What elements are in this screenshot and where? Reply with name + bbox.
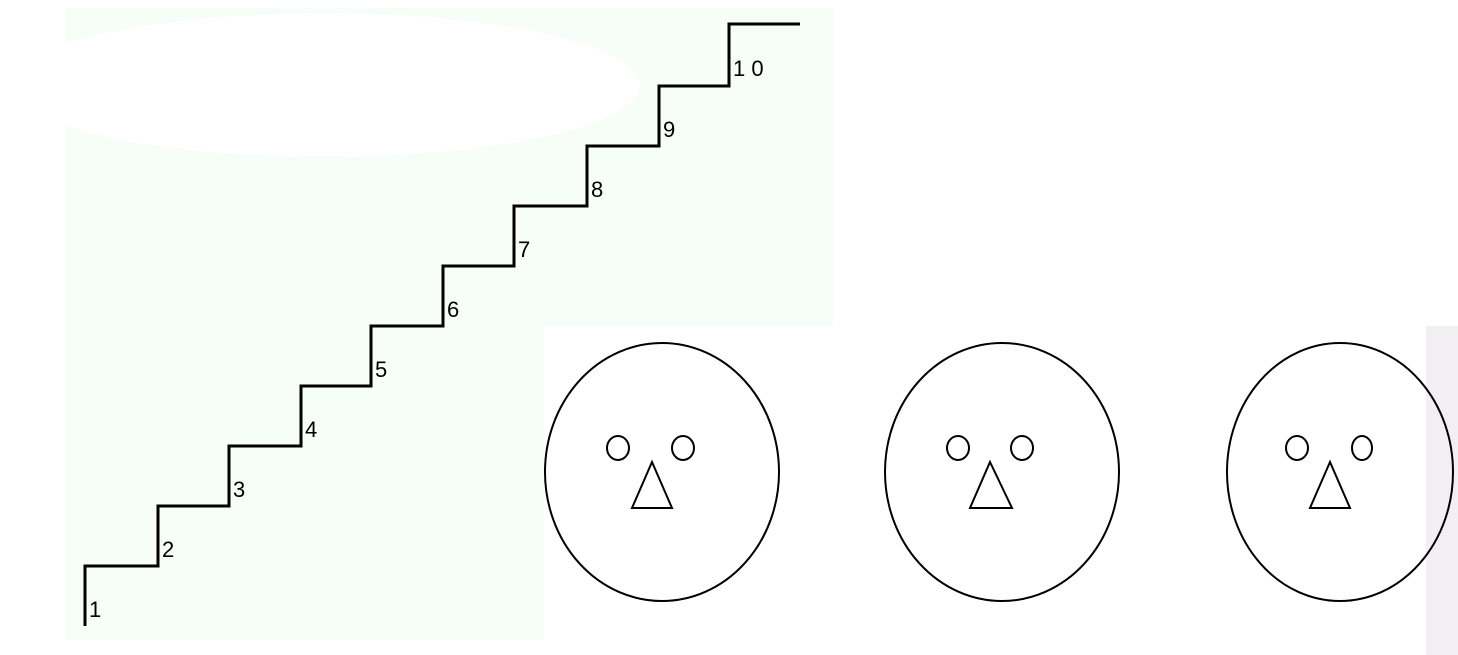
- step-label-7: 7: [518, 237, 530, 262]
- panel-highlight: [10, 13, 640, 157]
- faces-panel-edge: [1426, 326, 1458, 655]
- step-label-8: 8: [591, 177, 603, 202]
- step-label-1: 1: [89, 597, 101, 622]
- step-label-6: 6: [447, 297, 459, 322]
- step-label-5: 5: [375, 357, 387, 382]
- step-label-3: 3: [233, 477, 245, 502]
- step-label-4: 4: [305, 417, 317, 442]
- faces-panel: [544, 326, 1426, 655]
- step-label-10: 1 0: [733, 56, 764, 81]
- step-label-2: 2: [162, 537, 174, 562]
- step-label-9: 9: [663, 117, 675, 142]
